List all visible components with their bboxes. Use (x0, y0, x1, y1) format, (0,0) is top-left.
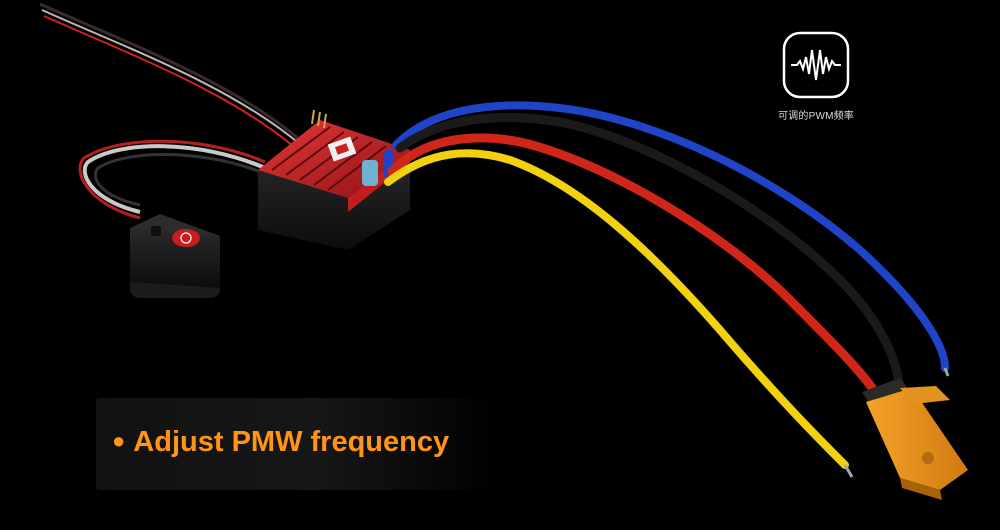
feature-caption: ● Adjust PMW frequency (112, 426, 449, 459)
bullet: ● (112, 428, 126, 453)
waveform-icon (782, 31, 850, 99)
badge-label: 可调的PWM频率 (777, 111, 855, 122)
caption-banner (96, 398, 496, 490)
pwm-frequency-badge: 可调的PWM频率 (776, 30, 856, 122)
caption-text: Adjust PMW frequency (133, 426, 450, 458)
